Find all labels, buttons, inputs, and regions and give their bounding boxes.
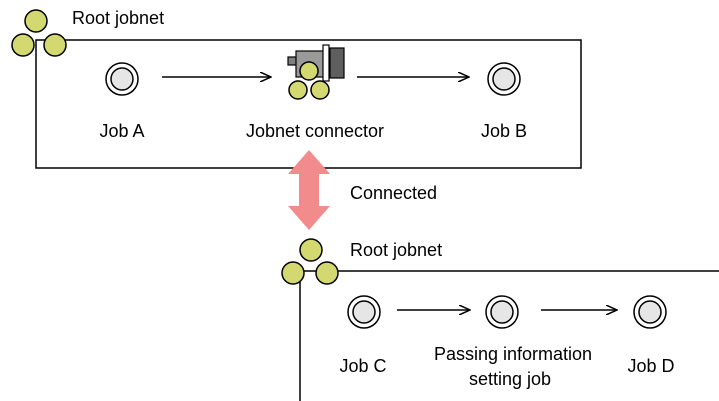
connected-double-arrow [288,150,330,230]
job-d-label: Job D [627,356,674,376]
job-d-icon[interactable] [633,295,667,329]
upper-jobnet-title: Root jobnet [72,8,164,28]
job-a-icon[interactable] [105,62,139,96]
jobnet-connector-label: Jobnet connector [246,121,384,141]
upper-root-jobnet-icon [11,9,67,57]
job-c-label: Job C [339,356,386,376]
job-a-label: Job A [99,121,144,141]
job-c-icon[interactable] [347,295,381,329]
connected-label: Connected [350,183,437,203]
passing-job-label-line2: setting job [469,369,551,389]
upper-jobnet: Root jobnet Job A Jobnet connector [11,8,582,169]
lower-jobnet-title: Root jobnet [350,240,442,260]
lower-jobnet: Root jobnet Job C Passing information se… [281,238,719,401]
lower-root-jobnet-icon [281,238,339,285]
job-b-label: Job B [481,121,527,141]
job-b-icon[interactable] [487,62,521,96]
passing-information-setting-job-icon[interactable] [485,295,519,329]
passing-job-label-line1: Passing information [434,344,592,364]
jobnet-connector-icon[interactable] [287,44,345,100]
